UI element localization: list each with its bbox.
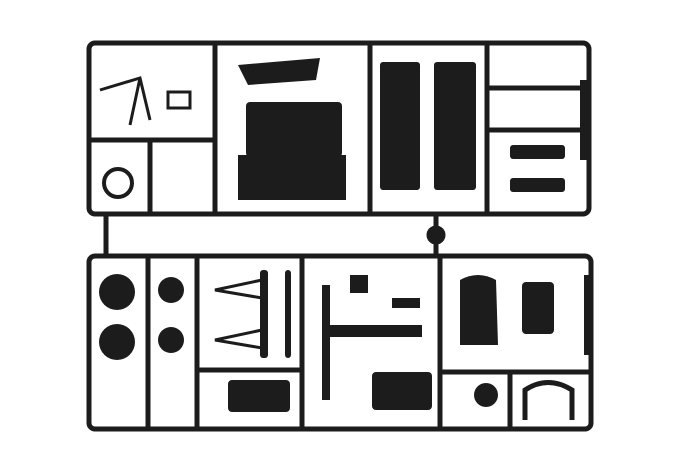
- small-block-1: [350, 275, 368, 293]
- transmission-part: [522, 282, 554, 334]
- body-base-part: [238, 155, 346, 200]
- side-strip-bottom: [584, 275, 592, 355]
- chassis-rail-horizontal: [322, 325, 422, 337]
- wheel-3: [158, 277, 184, 303]
- fuel-tank-part: [228, 380, 290, 412]
- parts-top: [99, 58, 588, 200]
- a-frame-part-2: [214, 328, 264, 350]
- wheel-2: [99, 324, 135, 360]
- parts-bottom: [99, 270, 592, 420]
- small-frame-part: [166, 90, 192, 110]
- side-strip-part: [580, 80, 588, 160]
- a-frame-part-1: [214, 278, 264, 300]
- seat-part: [460, 275, 498, 345]
- chassis-rail-vertical: [322, 285, 330, 400]
- engine-part: [372, 372, 432, 410]
- sprue-frame-bottom: [86, 253, 594, 432]
- axle-part-2: [510, 178, 565, 192]
- roll-bar-part: [99, 76, 152, 126]
- small-block-2: [392, 298, 420, 308]
- hood-part: [238, 58, 320, 85]
- leaf-spring-2: [285, 270, 291, 358]
- body-tub-part: [246, 102, 342, 157]
- sprue-frame-top: [86, 40, 592, 217]
- axle-part-1: [510, 145, 565, 159]
- side-panel-left: [380, 62, 420, 190]
- steering-wheel-part: [102, 167, 134, 199]
- wheel-4: [158, 327, 184, 353]
- side-panel-right: [434, 62, 476, 190]
- sprue-connectors: [103, 214, 446, 256]
- round-part: [474, 383, 498, 407]
- fender-part: [522, 380, 575, 420]
- wheel-1: [99, 274, 135, 310]
